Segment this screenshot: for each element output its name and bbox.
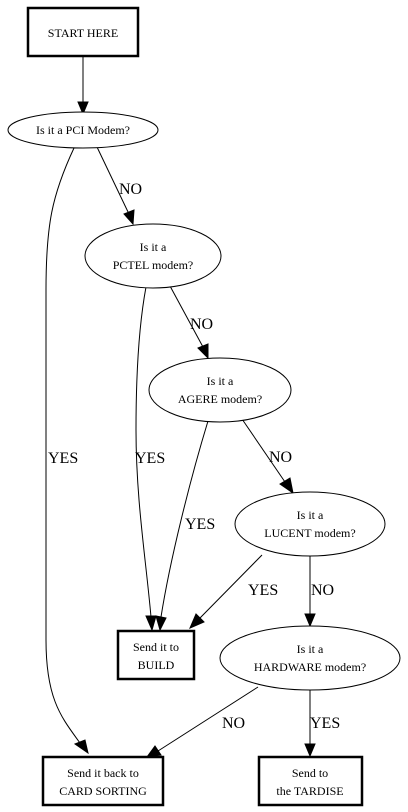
arrowhead bbox=[145, 615, 157, 632]
node-pci-question: Is it a PCI Modem? bbox=[7, 111, 159, 149]
edge-agere-to-lucent bbox=[241, 418, 286, 483]
node-start-label: START HERE bbox=[48, 26, 118, 40]
node-lucent-label-1: Is it a bbox=[297, 508, 324, 522]
edge-agere-to-build bbox=[160, 420, 209, 618]
edge-hardware-to-card-sorting bbox=[157, 686, 259, 752]
edge-lucent-to-build bbox=[199, 554, 263, 619]
arrowhead bbox=[279, 477, 294, 495]
node-pci-label: Is it a PCI Modem? bbox=[36, 123, 130, 137]
node-agere-label-1: Is it a bbox=[207, 374, 234, 388]
edge-label-pci-yes: YES bbox=[48, 450, 78, 467]
edge-label-pctel-no: NO bbox=[190, 316, 213, 333]
edge-pctel-to-build bbox=[135, 286, 152, 618]
node-hardware-label-2: HARDWARE modem? bbox=[254, 660, 366, 674]
edge-pci-to-pctel bbox=[96, 146, 130, 215]
node-build: Send it to BUILD bbox=[116, 629, 196, 681]
node-agere-question: Is it a AGERE modem? bbox=[148, 357, 292, 423]
arrowhead bbox=[155, 615, 167, 632]
edge-label-lucent-no: NO bbox=[311, 582, 334, 599]
node-agere-label-2: AGERE modem? bbox=[178, 392, 262, 406]
node-tardise-label-1: Send to bbox=[292, 766, 328, 780]
node-start-here: START HERE bbox=[26, 6, 140, 58]
edge-label-lucent-yes: YES bbox=[248, 582, 278, 599]
node-build-label-2: BUILD bbox=[138, 658, 175, 672]
arrowhead bbox=[123, 209, 135, 226]
edge-label-pctel-yes: YES bbox=[135, 450, 165, 467]
node-lucent-question: Is it a LUCENT modem? bbox=[234, 491, 386, 557]
node-card-sorting: Send it back to CARD SORTING bbox=[41, 755, 165, 807]
edge-label-pci-no: NO bbox=[119, 181, 142, 198]
node-pctel-label-2: PCTEL modem? bbox=[113, 258, 194, 272]
node-hardware-question: Is it a HARDWARE modem? bbox=[219, 625, 401, 691]
arrowhead bbox=[197, 343, 209, 360]
arrowhead bbox=[304, 743, 316, 758]
node-hardware-label-1: Is it a bbox=[297, 642, 324, 656]
node-tardise-label-2: the TARDISE bbox=[276, 784, 343, 798]
arrowhead bbox=[145, 745, 162, 758]
node-build-label-1: Send it to bbox=[133, 640, 179, 654]
edge-label-hardware-yes: YES bbox=[310, 715, 340, 732]
node-pctel-question: Is it a PCTEL modem? bbox=[84, 223, 222, 289]
edge-pci-to-card-sorting bbox=[45, 147, 81, 744]
edge-label-hardware-no: NO bbox=[222, 715, 245, 732]
arrowhead bbox=[189, 613, 205, 629]
arrowhead bbox=[77, 101, 89, 116]
edge-label-agere-yes: YES bbox=[185, 516, 215, 533]
node-card-sorting-label-1: Send it back to bbox=[67, 766, 139, 780]
node-tardise: Send to the TARDISE bbox=[257, 755, 364, 807]
node-card-sorting-label-2: CARD SORTING bbox=[59, 784, 147, 798]
arrowhead bbox=[304, 613, 316, 628]
node-lucent-label-2: LUCENT modem? bbox=[264, 526, 355, 540]
arrowhead bbox=[73, 739, 89, 755]
edge-label-agere-no: NO bbox=[269, 449, 292, 466]
edge-pctel-to-agere bbox=[169, 285, 204, 348]
node-pctel-label-1: Is it a bbox=[140, 240, 167, 254]
